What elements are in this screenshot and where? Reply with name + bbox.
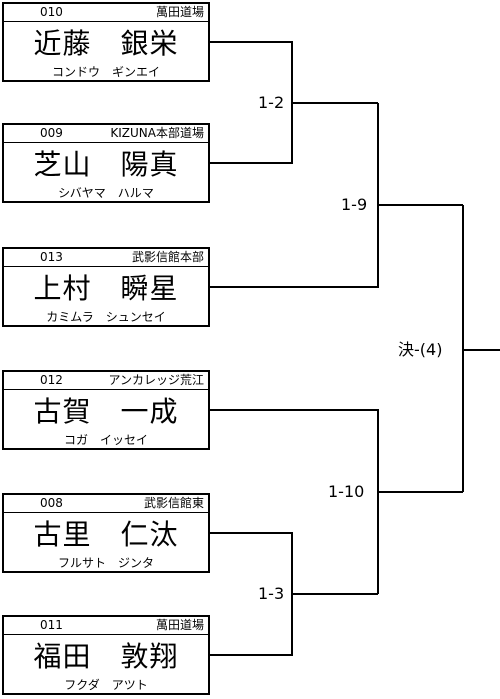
match-score-m3: 1-3 <box>257 584 286 604</box>
player-card-header: 009 KIZUNA本部道場 <box>4 125 208 143</box>
player-name: 古里 仁汰 <box>33 518 179 551</box>
player-number: 011 <box>40 618 63 632</box>
player-kana: フクダ アツト <box>64 678 148 692</box>
player-kana: コガ イッセイ <box>63 433 148 447</box>
player-card-5: 008 武影信館東 古里 仁汰 フルサト ジンタ <box>2 493 210 573</box>
player-card-header: 010 萬田道場 <box>4 4 208 22</box>
player-number: 012 <box>40 373 63 387</box>
player-number: 009 <box>40 126 63 140</box>
player-kana: コンドウ ギンエイ <box>51 65 160 79</box>
player-card-header: 013 武影信館本部 <box>4 249 208 267</box>
player-kana: フルサト ジンタ <box>57 556 154 570</box>
player-card-6: 011 萬田道場 福田 敦翔 フクダ アツト <box>2 615 210 695</box>
match-score-m2: 1-9 <box>340 195 369 215</box>
player-club: 萬田道場 <box>155 618 204 632</box>
match-score-m1: 1-2 <box>257 93 286 113</box>
bracket-line-m4 <box>210 409 379 594</box>
player-card-header: 008 武影信館東 <box>4 495 208 513</box>
player-name: 福田 敦翔 <box>33 640 179 673</box>
player-name: 近藤 銀栄 <box>33 27 179 60</box>
player-kana: シバヤマ ハルマ <box>58 186 154 200</box>
player-name: 上村 瞬星 <box>33 272 179 305</box>
player-club: KIZUNA本部道場 <box>110 126 204 140</box>
player-card-1: 010 萬田道場 近藤 銀栄 コンドウ ギンエイ <box>2 2 210 82</box>
player-card-header: 012 アンカレッジ荒江 <box>4 372 208 390</box>
player-number: 013 <box>40 250 63 264</box>
player-club: 萬田道場 <box>155 5 204 19</box>
player-club: 武影信館東 <box>143 496 204 510</box>
player-number: 010 <box>40 5 63 19</box>
player-card-4: 012 アンカレッジ荒江 古賀 一成 コガ イッセイ <box>2 370 210 450</box>
player-club: アンカレッジ荒江 <box>108 373 204 387</box>
match-score-m4: 1-10 <box>327 482 366 502</box>
player-kana: カミムラ シュンセイ <box>46 310 166 324</box>
player-card-header: 011 萬田道場 <box>4 617 208 635</box>
player-card-3: 013 武影信館本部 上村 瞬星 カミムラ シュンセイ <box>2 247 210 327</box>
match-score-final: 決-(4) <box>397 340 444 360</box>
player-club: 武影信館本部 <box>131 250 204 264</box>
player-name: 古賀 一成 <box>33 395 179 428</box>
player-name: 芝山 陽真 <box>33 148 179 181</box>
player-number: 008 <box>40 496 63 510</box>
player-card-2: 009 KIZUNA本部道場 芝山 陽真 シバヤマ ハルマ <box>2 123 210 203</box>
bracket-line-m2 <box>210 103 379 288</box>
